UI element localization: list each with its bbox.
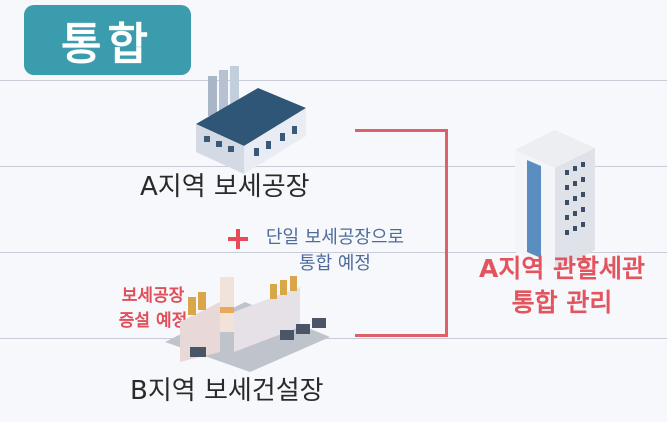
facility-a-label: A지역 보세공장	[140, 172, 310, 202]
grid-line-3	[0, 252, 667, 253]
grid-line-2	[0, 166, 667, 167]
grid-line-1	[0, 80, 667, 81]
facility-b-label: B지역 보세건설장	[130, 376, 324, 406]
plus-icon	[228, 229, 248, 249]
integration-badge: 통합	[24, 5, 191, 75]
office-tower-icon	[515, 130, 595, 270]
factory-icon	[196, 66, 306, 174]
industrial-plant-icon	[165, 276, 330, 372]
merge-bracket	[355, 129, 448, 337]
customs-label: A지역 관할세관 통합 관리	[478, 254, 646, 317]
expansion-note: 보세공장 증설 예정	[118, 286, 188, 331]
merge-note: 단일 보세공장으로 통합 예정	[265, 227, 405, 274]
grid-line-4	[0, 338, 667, 339]
